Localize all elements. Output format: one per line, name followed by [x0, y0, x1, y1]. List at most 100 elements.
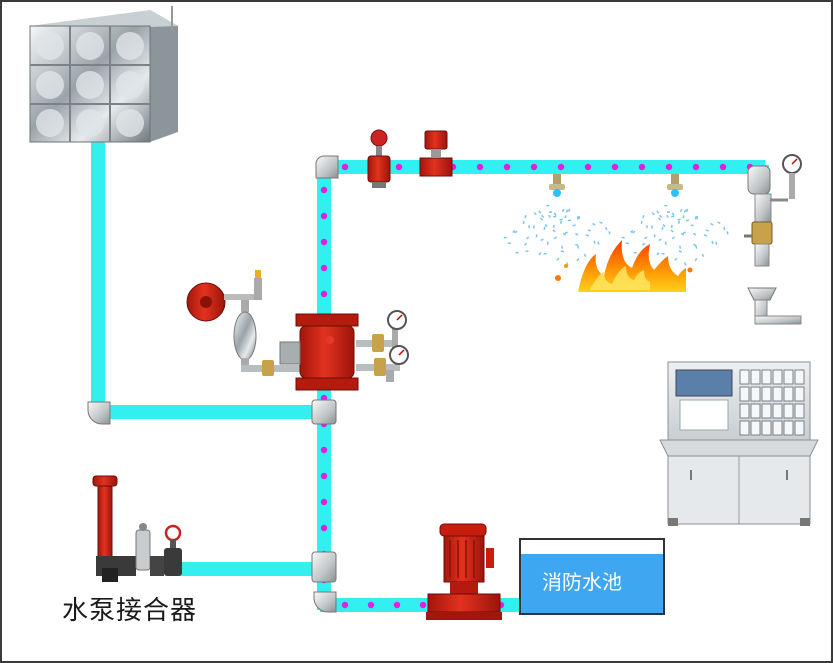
- flow-dot: [320, 498, 328, 506]
- water-droplet: [625, 242, 629, 245]
- panel-module: [739, 420, 750, 436]
- panel-module: [772, 420, 783, 436]
- water-droplet: [576, 215, 581, 219]
- water-droplet: [567, 219, 572, 222]
- water-droplet: [630, 229, 634, 234]
- water-droplet: [522, 220, 525, 224]
- water-droplet: [552, 229, 556, 233]
- water-droplet: [679, 208, 683, 213]
- flow-dot: [320, 238, 328, 246]
- pump-connector-label: 水泵接合器: [62, 596, 198, 626]
- pipe-tank-down: [91, 136, 105, 416]
- panel-module-grid: [739, 369, 805, 436]
- water-droplet: [683, 262, 687, 266]
- water-droplet: [524, 215, 527, 219]
- water-droplet: [587, 229, 591, 232]
- sprinkler-head-icon: [549, 174, 565, 197]
- panel-module: [783, 420, 794, 436]
- panel-module: [783, 369, 794, 385]
- water-droplet: [514, 230, 518, 234]
- water-droplet: [632, 230, 636, 234]
- end-test-device-icon: [744, 154, 802, 325]
- water-droplet: [701, 253, 705, 258]
- panel-module: [750, 386, 761, 402]
- panel-module: [794, 420, 805, 436]
- water-droplet: [646, 225, 648, 229]
- water-droplet: [561, 208, 565, 213]
- water-droplet: [693, 232, 697, 236]
- flow-dot: [393, 601, 401, 609]
- water-droplet: [677, 218, 681, 221]
- flow-dot: [665, 163, 673, 171]
- pipe-fittings: [87, 155, 339, 613]
- panel-module: [739, 369, 750, 385]
- signal-gate-valve-icon: [367, 129, 391, 188]
- water-droplet: [553, 212, 557, 216]
- fire-pump-icon: [426, 523, 502, 620]
- water-droplet: [671, 212, 675, 216]
- water-droplet: [717, 221, 721, 224]
- tee-mid: [311, 399, 337, 425]
- water-droplet: [524, 242, 528, 246]
- water-droplet: [667, 211, 671, 213]
- water-droplet: [526, 236, 530, 240]
- water-droplet: [544, 223, 548, 228]
- water-droplet: [562, 232, 567, 236]
- water-droplet: [690, 224, 694, 227]
- flow-dot: [419, 601, 427, 609]
- water-droplet: [664, 204, 668, 207]
- panel-module: [761, 420, 772, 436]
- water-droplet: [726, 231, 729, 235]
- water-droplet: [575, 243, 579, 247]
- water-droplet: [543, 252, 547, 255]
- flow-dot: [320, 524, 328, 532]
- fire-water-pool: [519, 538, 665, 615]
- panel-module: [739, 403, 750, 419]
- water-droplet: [608, 231, 611, 235]
- elbow-bottom-left: [313, 591, 337, 613]
- flow-dot: [320, 472, 328, 480]
- flow-dot: [611, 163, 619, 171]
- water-droplet: [515, 251, 519, 254]
- flow-dot: [341, 601, 349, 609]
- flow-dot: [692, 163, 700, 171]
- water-droplet: [664, 241, 667, 245]
- water-droplet: [552, 224, 555, 229]
- water-droplet: [695, 245, 698, 249]
- water-droplet: [561, 245, 564, 249]
- water-droplet: [705, 229, 709, 232]
- flow-dot: [320, 186, 328, 194]
- water-droplet: [715, 241, 718, 245]
- water-droplet: [662, 223, 666, 228]
- water-droplet: [559, 220, 563, 224]
- pressure-gauge-icon: [389, 345, 409, 365]
- water-droplet: [556, 257, 560, 261]
- water-droplet: [651, 225, 653, 229]
- pipe-tank-to-main: [98, 405, 330, 419]
- water-droplet: [656, 210, 660, 214]
- panel-module: [761, 369, 772, 385]
- water-droplet: [671, 215, 675, 218]
- water-droplet: [565, 262, 569, 266]
- water-droplet: [651, 212, 655, 216]
- panel-module: [794, 403, 805, 419]
- panel-module: [772, 369, 783, 385]
- water-droplet: [592, 222, 596, 226]
- water-droplet: [564, 215, 567, 219]
- water-motor-alarm-bell-icon: [186, 270, 262, 322]
- panel-module: [772, 386, 783, 402]
- water-droplet: [593, 240, 596, 245]
- water-droplet: [503, 236, 507, 239]
- water-droplet: [538, 210, 542, 214]
- flow-dot: [530, 163, 538, 171]
- water-droplet: [682, 215, 685, 219]
- pump-connector-icon: [92, 475, 182, 582]
- water-droplet: [605, 227, 608, 231]
- water-droplet: [633, 251, 637, 254]
- water-droplet: [694, 257, 698, 262]
- water-flow-indicator-icon: [419, 130, 453, 177]
- flow-dot: [320, 212, 328, 220]
- panel-module: [750, 420, 761, 436]
- flow-dot: [638, 163, 646, 171]
- panel-module: [783, 403, 794, 419]
